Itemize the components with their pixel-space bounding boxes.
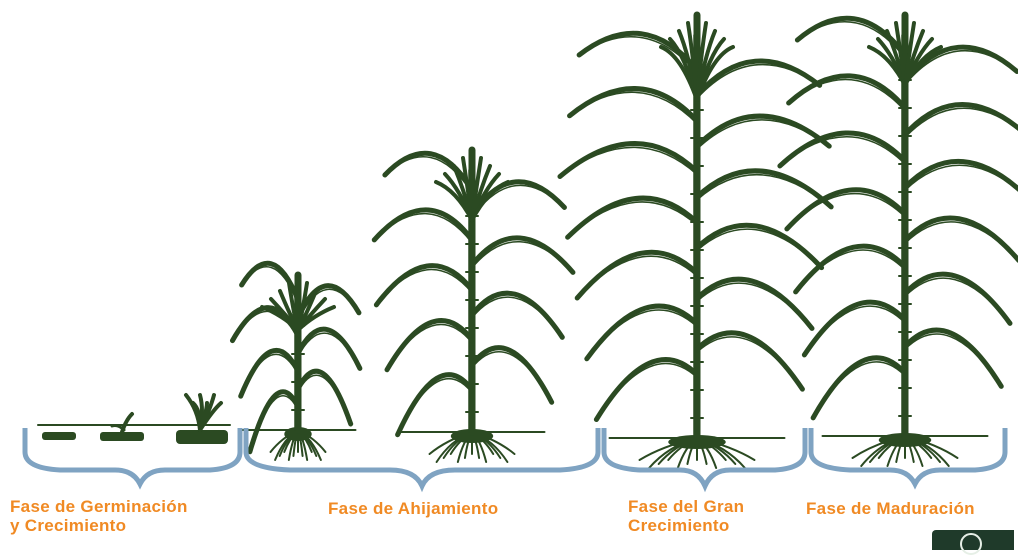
plant-tillering-small xyxy=(232,263,359,460)
phase-label-tillering: Fase de Ahijamiento xyxy=(328,499,498,518)
logo-badge xyxy=(932,530,1014,550)
phase-label-line: Fase de Ahijamiento xyxy=(328,499,498,518)
plant-germination-sprouts xyxy=(38,395,230,444)
phase-label-line: Crecimiento xyxy=(628,516,744,535)
phase-label-maturation: Fase de Maduración xyxy=(806,499,975,518)
phase-label-line: Fase de Maduración xyxy=(806,499,975,518)
phase-label-line: Fase del Gran xyxy=(628,497,744,516)
phase-label-grand-growth: Fase del Gran Crecimiento xyxy=(628,497,744,535)
plant-maturation xyxy=(780,15,1018,466)
logo-ring-icon xyxy=(960,533,982,555)
phase-label-germination: Fase de Germinación y Crecimiento xyxy=(10,497,188,535)
plant-grand-growth xyxy=(560,15,831,468)
plant-tillering-large xyxy=(374,150,573,462)
phase-label-line: y Crecimiento xyxy=(10,516,188,535)
phase-label-line: Fase de Germinación xyxy=(10,497,188,516)
